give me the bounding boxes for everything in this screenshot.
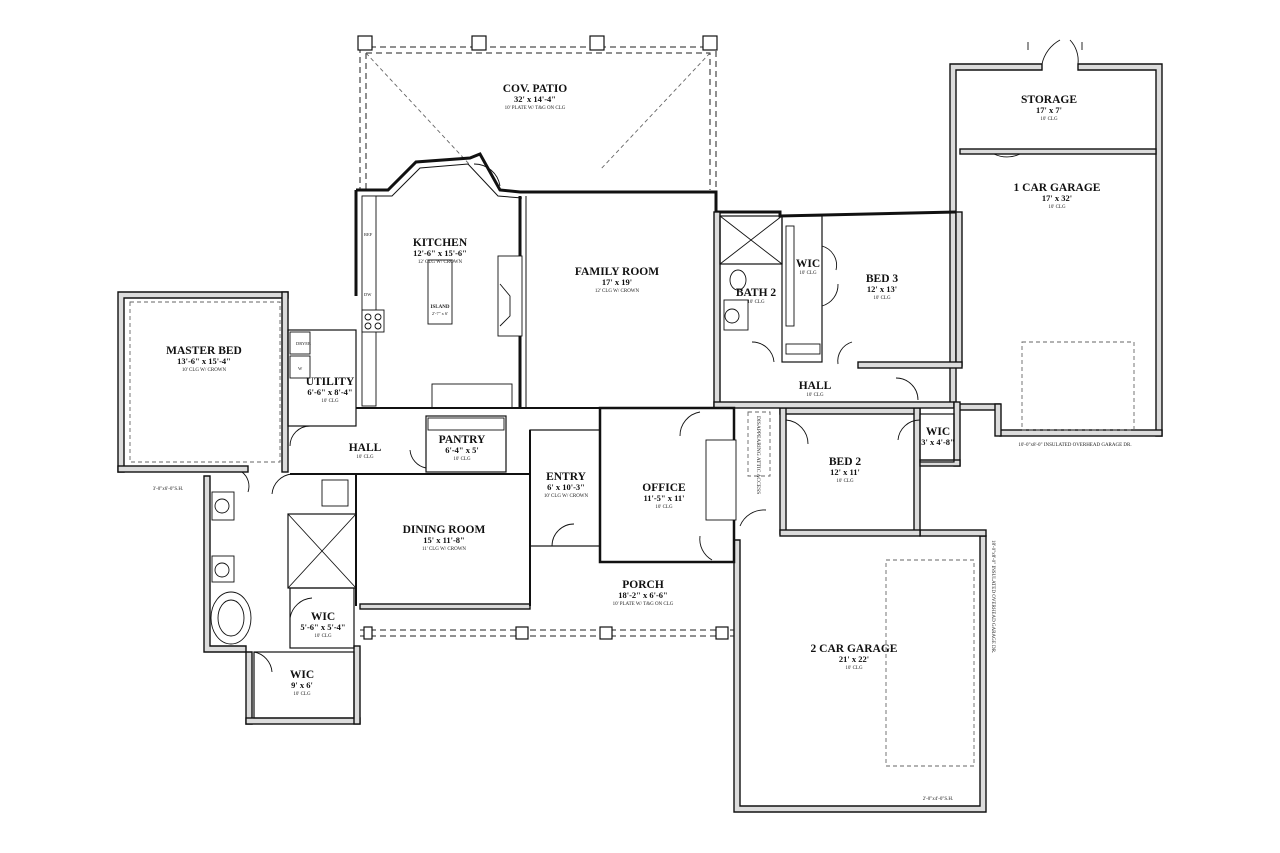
room-labels: COV. PATIO 32' x 14'-4" 10' PLATE W/ T&G… <box>166 83 1101 697</box>
room-note-master-bed: 10' CLG W/ CROWN <box>182 368 227 373</box>
room-name-wic-bed2: WIC <box>926 426 950 438</box>
room-note-hall-east: 10' CLG <box>806 393 824 398</box>
front-porch-outline <box>360 626 734 640</box>
room-name-bath-2: BATH 2 <box>736 287 777 299</box>
room-dims-storage: 17' x 7' <box>1036 105 1062 115</box>
room-name-cov-patio: COV. PATIO <box>503 83 568 95</box>
kitchen-island <box>427 259 453 325</box>
room-dims-bed-3: 12' x 13' <box>867 284 897 294</box>
room-dims-pantry: 6'-4" x 5' <box>445 445 479 455</box>
window-garage-label: 2'-0"x4'-0"S.H. <box>923 797 954 802</box>
room-name-wic-bed3: WIC <box>796 258 820 270</box>
room-name-office: OFFICE <box>642 482 686 494</box>
room-dims-wic-master: 5'-6" x 5'-4" <box>300 622 345 632</box>
room-name-dining-room: DINING ROOM <box>403 524 486 536</box>
patio-post <box>702 35 718 51</box>
room-note-hall-west: 10' CLG <box>356 455 374 460</box>
room-name-porch: PORCH <box>622 579 664 591</box>
room-dims-dining-room: 15' x 11'-8" <box>423 535 465 545</box>
room-dims-kitchen: 12'-6" x 15'-6" <box>413 248 467 258</box>
room-name-master-bed: MASTER BED <box>166 345 242 357</box>
garage-door-1car-label: 10'-0"x8'-0" INSULATED OVERHEAD GARAGE D… <box>1018 443 1131 448</box>
room-note-wic-master: 10' CLG <box>314 634 332 639</box>
garage-door-2car-label: 18'-0"x8'-0" INSULATED OVERHEAD GARAGE D… <box>990 540 995 653</box>
room-name-family-room: FAMILY ROOM <box>575 266 659 278</box>
exterior-walls <box>117 152 987 813</box>
room-dims-porch: 18'-2" x 6'-6" <box>618 590 668 600</box>
storage-garage-walls <box>949 39 1163 437</box>
room-note-dining-room: 11' CLG W/ CROWN <box>422 547 466 552</box>
covered-patio-outline <box>357 35 718 190</box>
porch-post <box>515 626 529 640</box>
room-name-hall-east: HALL <box>799 380 832 392</box>
room-name-pantry: PANTRY <box>439 434 486 446</box>
room-dims-family-room: 17' x 19' <box>602 277 632 287</box>
room-name-1-car-garage: 1 CAR GARAGE <box>1014 182 1101 194</box>
patio-post <box>589 35 605 51</box>
room-dims-wic-bed2: 3' x 4'-8" <box>921 437 955 447</box>
room-dims-cov-patio: 32' x 14'-4" <box>514 94 556 104</box>
room-note-2-car-garage: 10' CLG <box>845 666 863 671</box>
room-name-wic-master: WIC <box>311 611 335 623</box>
room-note-porch: 10' PLATE W/ T&G ON CLG <box>613 602 674 607</box>
room-note-utility: 10' CLG <box>321 399 339 404</box>
room-note-storage: 10' CLG <box>1040 117 1058 122</box>
room-note-entry: 10' CLG W/ CROWN <box>544 494 589 499</box>
ref-label: REF <box>364 232 373 237</box>
dw-label: DW <box>364 292 372 297</box>
patio-post <box>471 35 487 51</box>
room-dims-office: 11'-5" x 11' <box>643 493 684 503</box>
room-dims-wic-master-2: 9' x 6' <box>291 680 313 690</box>
room-note-kitchen: 12' CLG W/ CROWN <box>418 260 463 265</box>
room-note-bath-2: 10' CLG <box>747 300 765 305</box>
room-note-pantry: 10' CLG <box>453 457 471 462</box>
porch-post <box>715 626 729 640</box>
room-dims-utility: 6'-6" x 8'-4" <box>307 387 352 397</box>
island-dims: 2'-7" x 6' <box>432 311 448 316</box>
room-note-office: 10' CLG <box>655 505 673 510</box>
window-master-label: 3'-0"x6'-0"S.H. <box>153 487 184 492</box>
room-note-bed-3: 10' CLG <box>873 296 891 301</box>
room-note-wic-master-2: 10' CLG <box>293 692 311 697</box>
room-name-bed-2: BED 2 <box>829 456 862 468</box>
dryer-label: DRYER <box>296 341 311 346</box>
room-dims-entry: 6' x 10'-3" <box>547 482 585 492</box>
room-name-entry: ENTRY <box>546 471 587 483</box>
annotations: ISLAND 2'-7" x 6' DRYER W REF DW DISAPPE… <box>153 232 1132 802</box>
room-dims-2-car-garage: 21' x 22' <box>839 654 869 664</box>
washer-label: W <box>298 366 303 371</box>
attic-access-label: DISAPPEARING ATTIC ACCESS <box>755 416 761 494</box>
room-name-bed-3: BED 3 <box>866 273 899 285</box>
room-note-family-room: 12' CLG W/ CROWN <box>595 289 640 294</box>
porch-post <box>363 626 373 640</box>
patio-post <box>357 35 373 51</box>
room-note-bed-2: 10' CLG <box>836 479 854 484</box>
room-dims-master-bed: 13'-6" x 15'-4" <box>177 356 231 366</box>
room-dims-bed-2: 12' x 11' <box>830 467 860 477</box>
room-name-utility: UTILITY <box>306 376 355 388</box>
room-name-kitchen: KITCHEN <box>413 237 468 249</box>
room-note-cov-patio: 10' PLATE W/ T&G ON CLG <box>505 106 566 111</box>
island-label: ISLAND <box>431 305 450 310</box>
interior-walls <box>210 163 955 719</box>
room-note-1-car-garage: 10' CLG <box>1048 205 1066 210</box>
room-name-wic-master-2: WIC <box>290 669 314 681</box>
room-name-2-car-garage: 2 CAR GARAGE <box>811 643 898 655</box>
attic-access-box <box>747 411 771 477</box>
room-name-hall-west: HALL <box>349 442 382 454</box>
room-note-wic-bed3: 10' CLG <box>799 271 817 276</box>
room-name-storage: STORAGE <box>1021 94 1077 106</box>
room-dims-1-car-garage: 17' x 32' <box>1042 193 1072 203</box>
porch-post <box>599 626 613 640</box>
